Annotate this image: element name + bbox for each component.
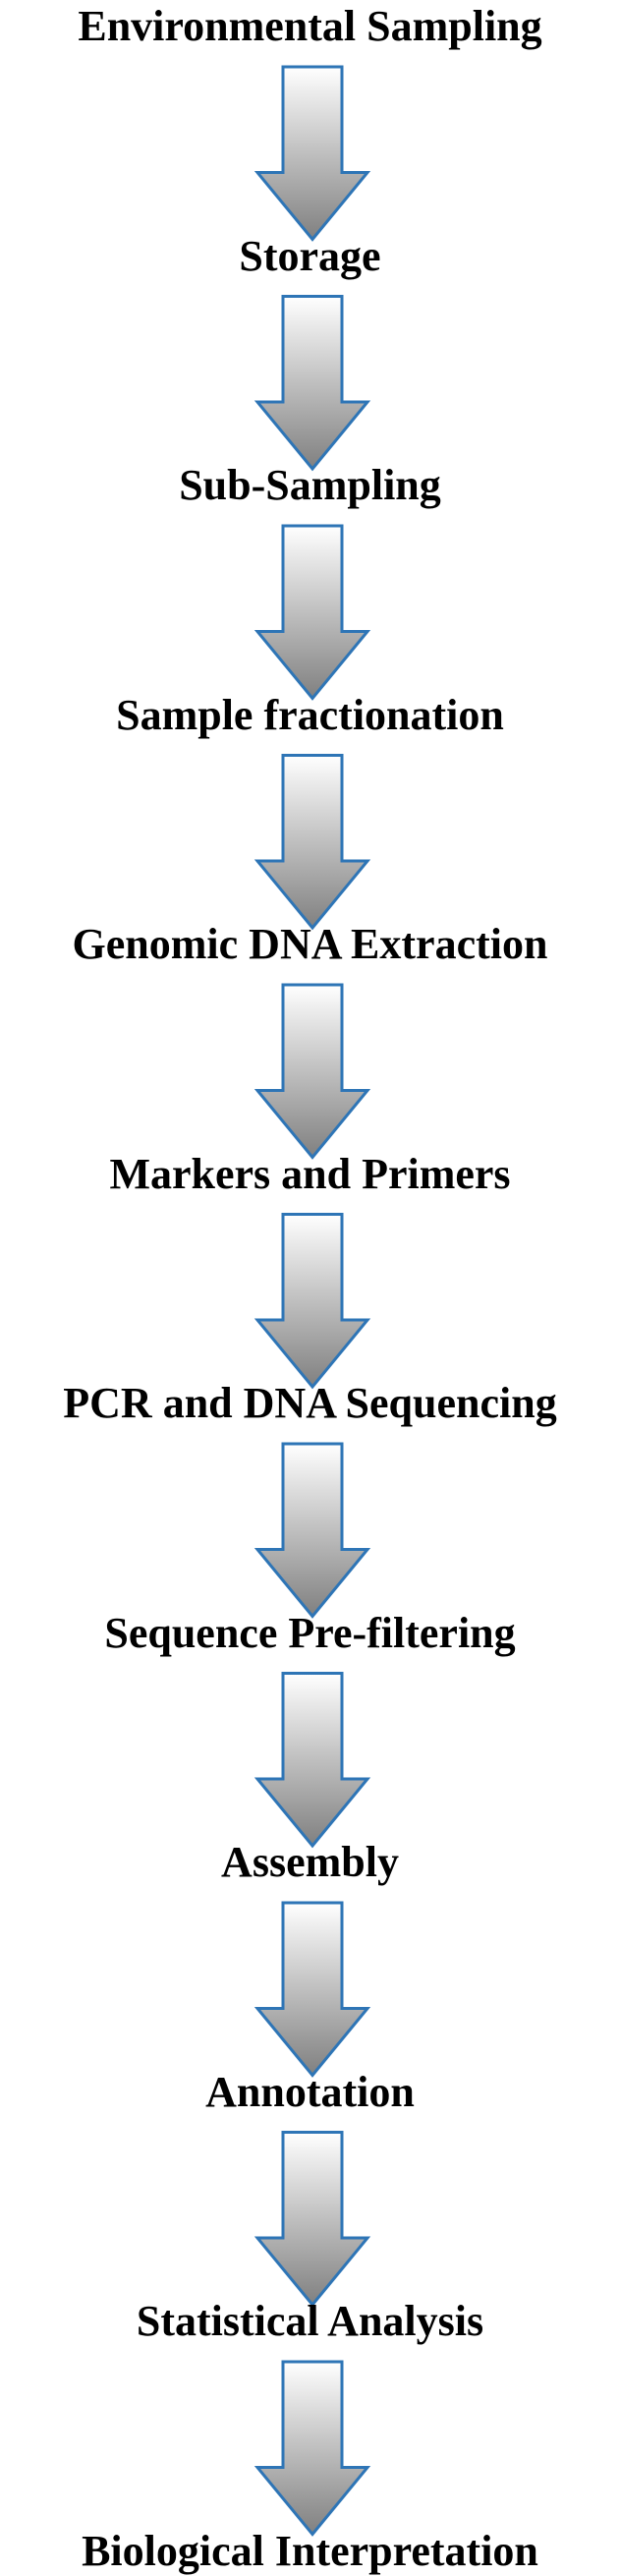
down-arrow-icon	[254, 1672, 371, 1849]
down-arrow-icon	[254, 1901, 371, 2078]
step-environmental-sampling: Environmental Sampling	[78, 2, 542, 50]
step-markers-and-primers: Markers and Primers	[109, 1149, 511, 1198]
step-statistical-analysis: Statistical Analysis	[136, 2297, 484, 2345]
step-sequence-pre-filtering: Sequence Pre-filtering	[104, 1608, 516, 1657]
step-genomic-dna-extraction: Genomic DNA Extraction	[72, 920, 548, 968]
down-arrow-icon	[254, 1213, 371, 1390]
step-pcr-and-dna-sequencing: PCR and DNA Sequencing	[63, 1379, 557, 1427]
down-arrow-icon	[254, 754, 371, 931]
step-annotation: Annotation	[205, 2067, 415, 2116]
step-sub-sampling: Sub-Sampling	[179, 461, 441, 509]
down-arrow-icon	[254, 2360, 371, 2537]
down-arrow-icon	[254, 295, 371, 472]
step-storage: Storage	[239, 231, 381, 280]
down-arrow-icon	[254, 1442, 371, 1619]
down-arrow-icon	[254, 524, 371, 701]
step-sample-fractionation: Sample fractionation	[116, 690, 504, 739]
step-assembly: Assembly	[221, 1838, 399, 1886]
down-arrow-icon	[254, 65, 371, 242]
down-arrow-icon	[254, 983, 371, 1160]
down-arrow-icon	[254, 2131, 371, 2308]
step-biological-interpretation: Biological Interpretation	[82, 2526, 538, 2575]
